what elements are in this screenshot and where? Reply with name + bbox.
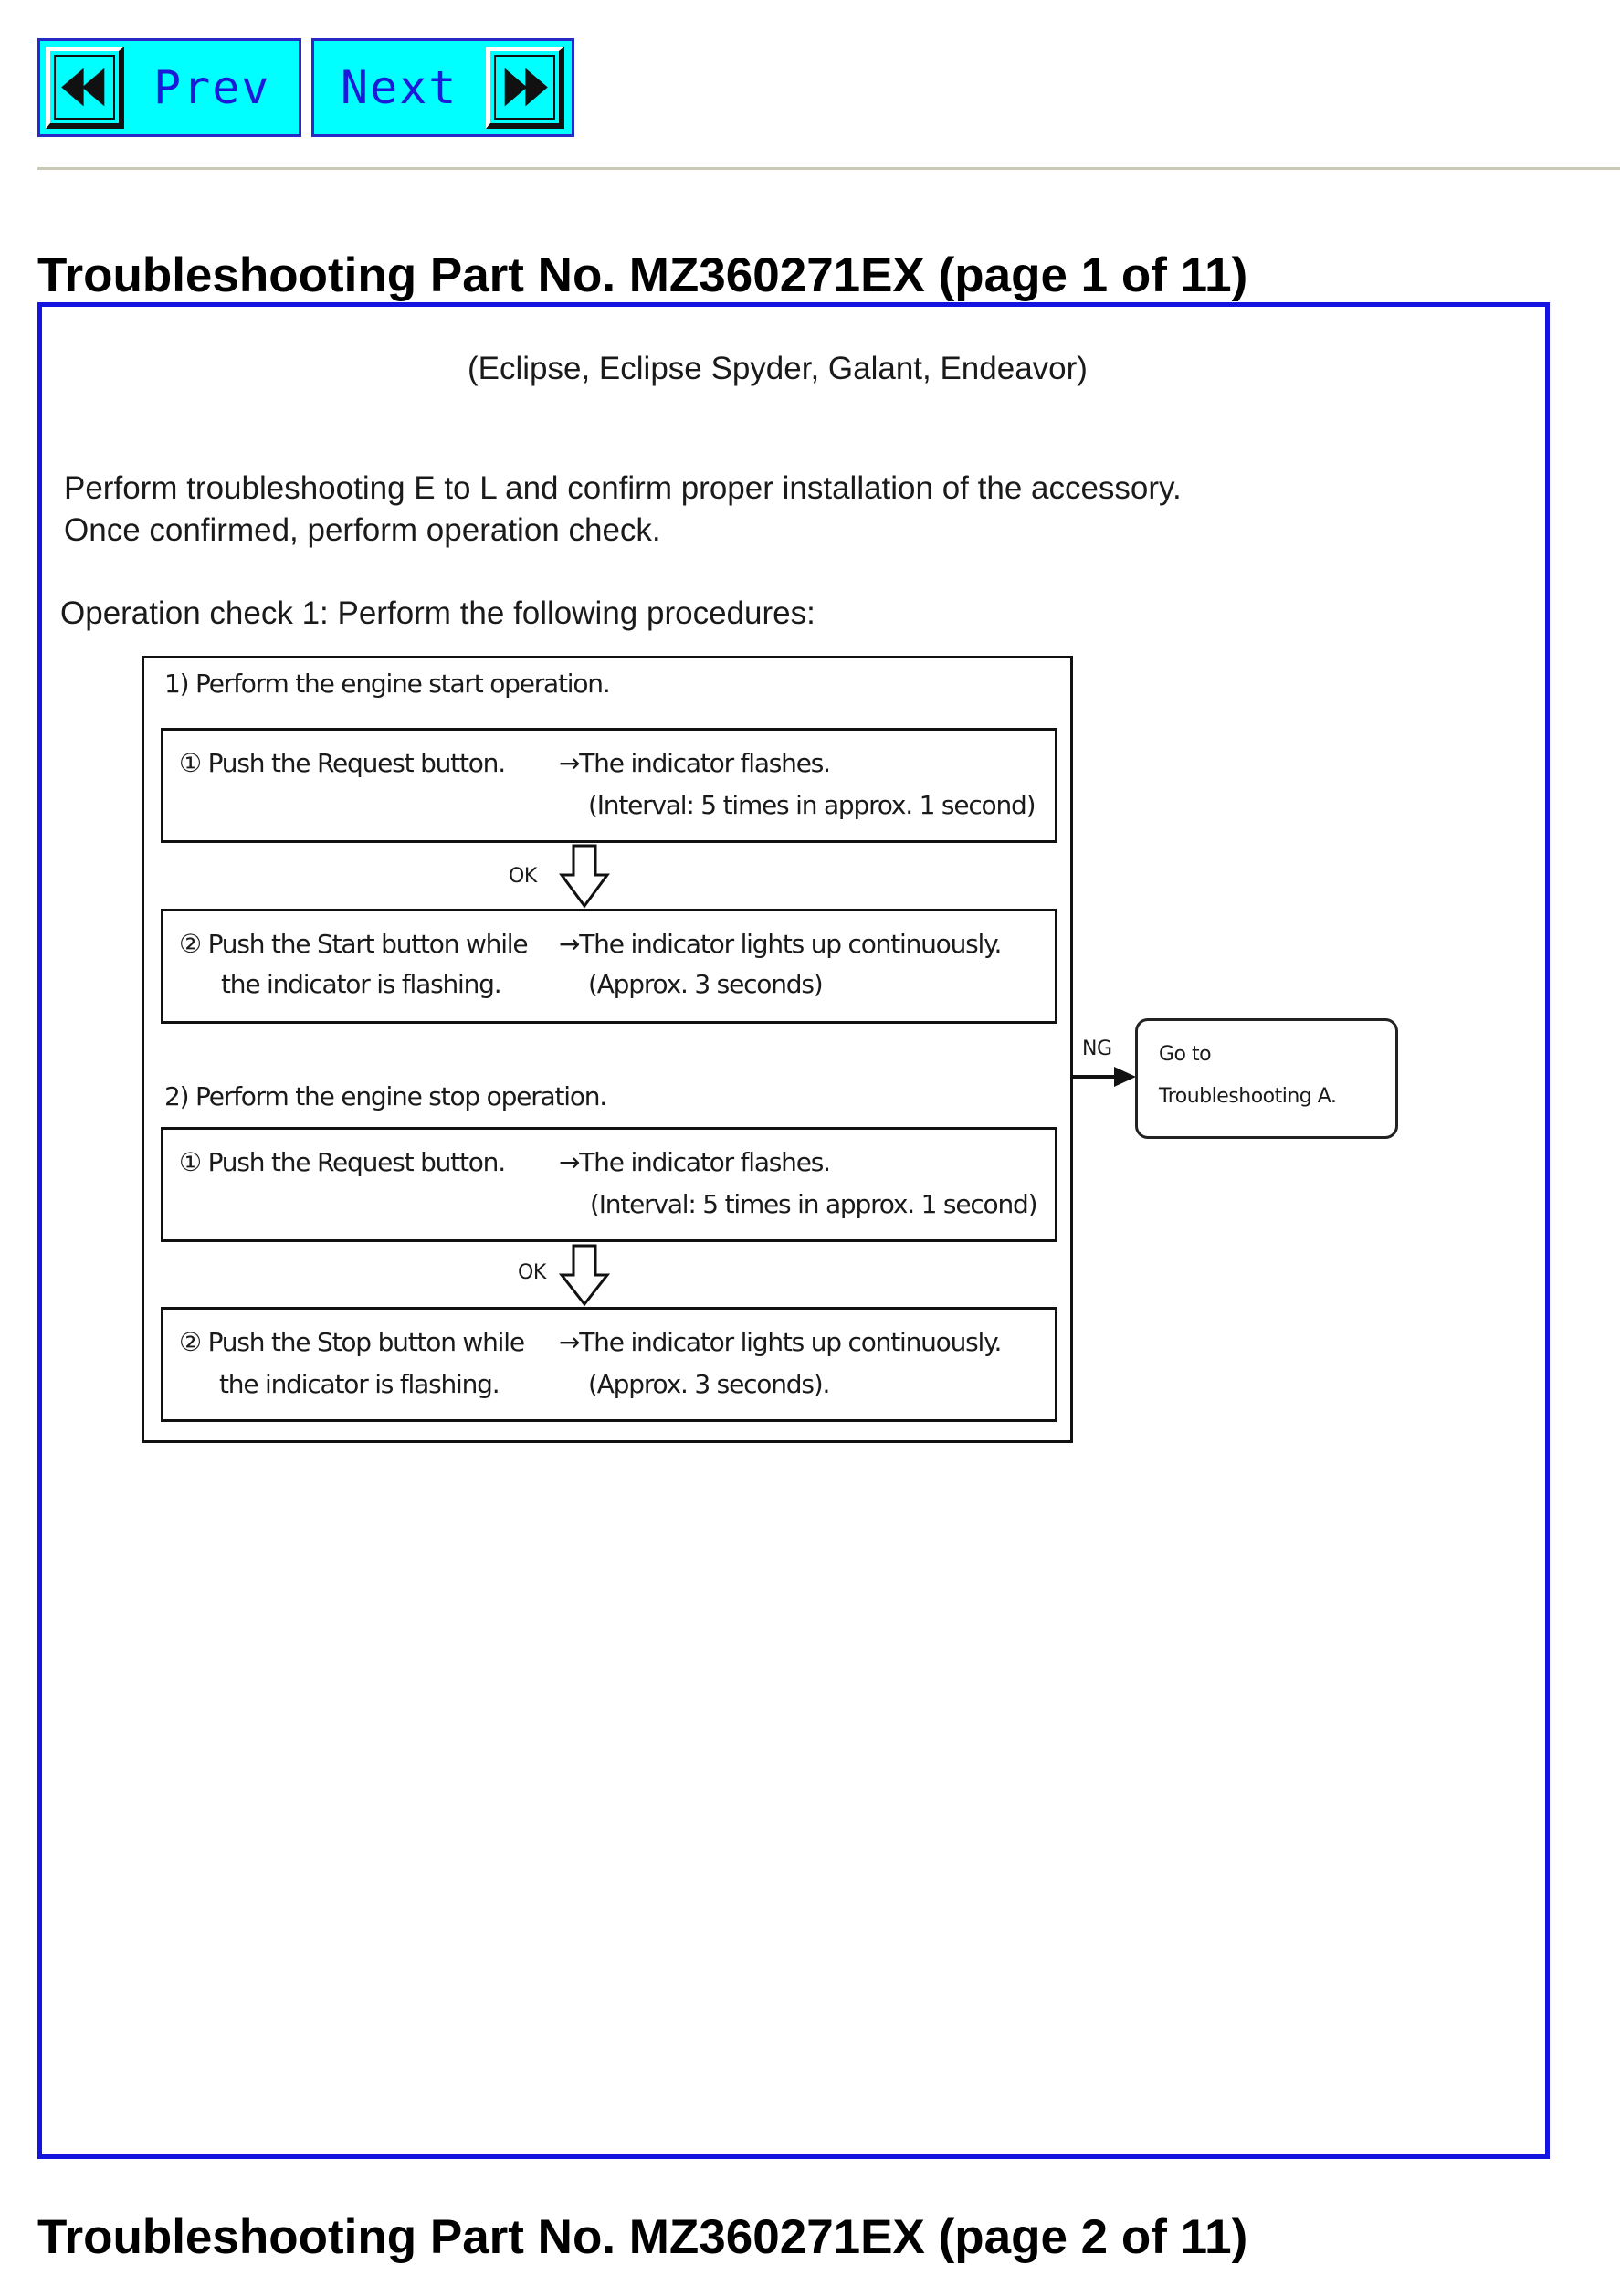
next-button[interactable]: Next (311, 38, 574, 137)
section1-heading: 1) Perform the engine start operation. (164, 669, 611, 699)
step-action-detail: the indicator is flashing. (219, 1369, 500, 1399)
step-result: →The indicator flashes. (559, 1147, 831, 1177)
flowchart-step-box (161, 728, 1057, 843)
flowchart-step-box (161, 1307, 1057, 1422)
fast-forward-icon (486, 47, 564, 129)
document-page-frame (37, 302, 1550, 2159)
next-button-label: Next (341, 61, 458, 114)
step-result: →The indicator lights up continuously. (559, 1327, 1002, 1357)
ng-label: NG (1082, 1037, 1112, 1060)
intro-line-1: Perform troubleshooting E to L and confi… (64, 470, 1182, 506)
rewind-icon (46, 47, 124, 129)
intro-line-2: Once confirmed, perform operation check. (64, 512, 661, 548)
prev-button[interactable]: Prev (37, 38, 301, 137)
down-arrow-icon (559, 844, 610, 909)
step-result: →The indicator lights up continuously. (559, 929, 1002, 959)
step-action: ② Push the Start button while (179, 929, 529, 959)
step-result: →The indicator flashes. (559, 748, 831, 778)
step-result-detail: (Approx. 3 seconds) (588, 969, 824, 999)
step-action: ① Push the Request button. (179, 748, 506, 778)
step-action: ① Push the Request button. (179, 1147, 506, 1177)
step-result-detail: (Interval: 5 times in approx. 1 second) (588, 790, 1036, 820)
page-title: Troubleshooting Part No. MZ360271EX (pag… (37, 248, 1248, 302)
ok-label: OK (509, 865, 537, 888)
right-arrow-icon (1072, 1067, 1136, 1087)
step-action: ② Push the Stop button while (179, 1327, 525, 1357)
step-action-detail: the indicator is flashing. (221, 969, 502, 999)
operation-check-heading: Operation check 1: Perform the following… (60, 595, 815, 631)
ng-target-line-1: Go to (1159, 1043, 1212, 1066)
down-arrow-icon (559, 1244, 610, 1307)
section2-heading: 2) Perform the engine stop operation. (164, 1081, 607, 1111)
prev-button-label: Prev (153, 61, 271, 114)
flowchart-step-box (161, 909, 1057, 1024)
models-subtitle: (Eclipse, Eclipse Spyder, Galant, Endeav… (468, 351, 1088, 386)
step-result-detail: (Interval: 5 times in approx. 1 second) (590, 1189, 1038, 1219)
page-title: Troubleshooting Part No. MZ360271EX (pag… (37, 2210, 1248, 2264)
flowchart-step-box (161, 1127, 1057, 1242)
horizontal-divider (37, 167, 1620, 170)
flowchart-outer-box (142, 656, 1073, 1443)
ng-target-box (1135, 1018, 1398, 1139)
ok-label: OK (518, 1261, 546, 1284)
step-result-detail: (Approx. 3 seconds). (588, 1369, 830, 1399)
ng-target-line-2: Troubleshooting A. (1159, 1085, 1337, 1108)
